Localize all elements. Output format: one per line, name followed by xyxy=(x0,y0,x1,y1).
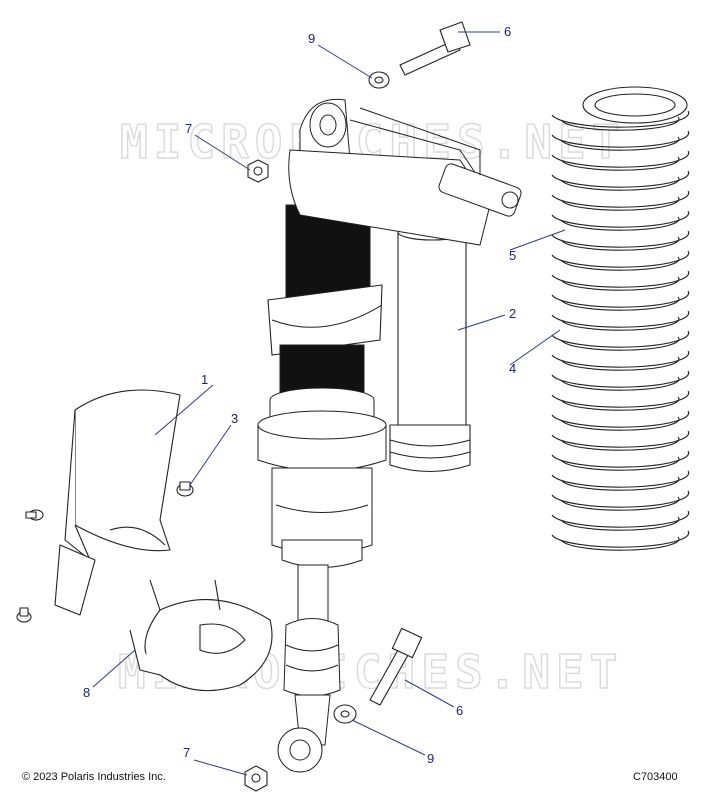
spring-coil xyxy=(551,410,690,428)
spring-coil-inner xyxy=(561,356,680,371)
spring-coil-inner xyxy=(561,436,680,451)
leader-lines xyxy=(92,31,566,776)
washer-upper xyxy=(368,71,390,89)
spring-coil-inner xyxy=(561,116,680,131)
bolt-upper xyxy=(399,21,471,76)
spring-coil xyxy=(551,170,690,188)
spring-coil-inner xyxy=(561,176,680,191)
callout-9-upper: 9 xyxy=(308,31,315,46)
callout-1: 1 xyxy=(201,372,208,387)
spring-coil-inner xyxy=(561,216,680,231)
reservoir xyxy=(389,223,471,473)
callout-5: 5 xyxy=(509,248,516,263)
spring-coil xyxy=(551,290,690,308)
spring-coil-inner xyxy=(561,156,680,171)
spring-coil-inner xyxy=(561,536,680,551)
callout-7-lower: 7 xyxy=(183,745,190,760)
bolt-lower xyxy=(369,627,423,706)
nut-upper xyxy=(247,159,269,183)
spring-coil-inner xyxy=(561,296,680,311)
callout-3: 3 xyxy=(231,411,238,426)
callout-6-upper: 6 xyxy=(504,24,511,39)
spring-coil-inner xyxy=(561,316,680,331)
callout-2: 2 xyxy=(509,306,516,321)
spring-coil-inner xyxy=(561,476,680,491)
callout-6-lower: 6 xyxy=(456,703,463,718)
spring-coil xyxy=(551,390,690,408)
spring-coil xyxy=(551,370,690,388)
spring-coil xyxy=(551,110,690,128)
spring-coil-inner xyxy=(561,416,680,431)
callout-8: 8 xyxy=(83,685,90,700)
spring-coil xyxy=(551,130,690,148)
spring-coil-inner xyxy=(561,396,680,411)
spring-coil-inner xyxy=(561,376,680,391)
shock-absorber xyxy=(257,98,522,773)
callout-9-lower: 9 xyxy=(427,751,434,766)
nut-lower xyxy=(244,765,268,792)
figure-id: C703400 xyxy=(633,771,678,783)
mounting-bracket xyxy=(129,579,273,692)
spring-coil-inner xyxy=(561,136,680,151)
spring-coil xyxy=(551,250,690,268)
spring-coil-inner xyxy=(561,496,680,511)
spring-coil-inner xyxy=(561,516,680,531)
spring-coil xyxy=(551,330,690,348)
spring-coil-inner xyxy=(561,236,680,251)
spring-coil xyxy=(551,270,690,288)
spring-coil xyxy=(551,190,690,208)
spring-coil-inner xyxy=(561,456,680,471)
shock-guard xyxy=(54,389,181,616)
spring-coil xyxy=(551,210,690,228)
callout-4: 4 xyxy=(509,361,516,376)
callout-7-upper: 7 xyxy=(185,121,192,136)
spring-coil xyxy=(551,530,690,548)
spring-coil xyxy=(551,430,690,448)
spring-coil xyxy=(551,350,690,368)
copyright-text: © 2023 Polaris Industries Inc. xyxy=(22,771,166,783)
spring-coil xyxy=(551,510,690,528)
coil-spring xyxy=(551,86,690,551)
spring-coil-inner xyxy=(561,276,680,291)
spring-coil xyxy=(551,150,690,168)
spring-coil xyxy=(551,490,690,508)
spring-coil-inner xyxy=(561,196,680,211)
spring-coil xyxy=(551,310,690,328)
spring-coil-inner xyxy=(561,336,680,351)
washer-lower xyxy=(333,704,357,724)
spring-coil xyxy=(551,230,690,248)
push-pins xyxy=(16,481,194,623)
spring-coil-inner xyxy=(561,256,680,271)
spring-coil xyxy=(551,470,690,488)
spring-coil xyxy=(551,450,690,468)
